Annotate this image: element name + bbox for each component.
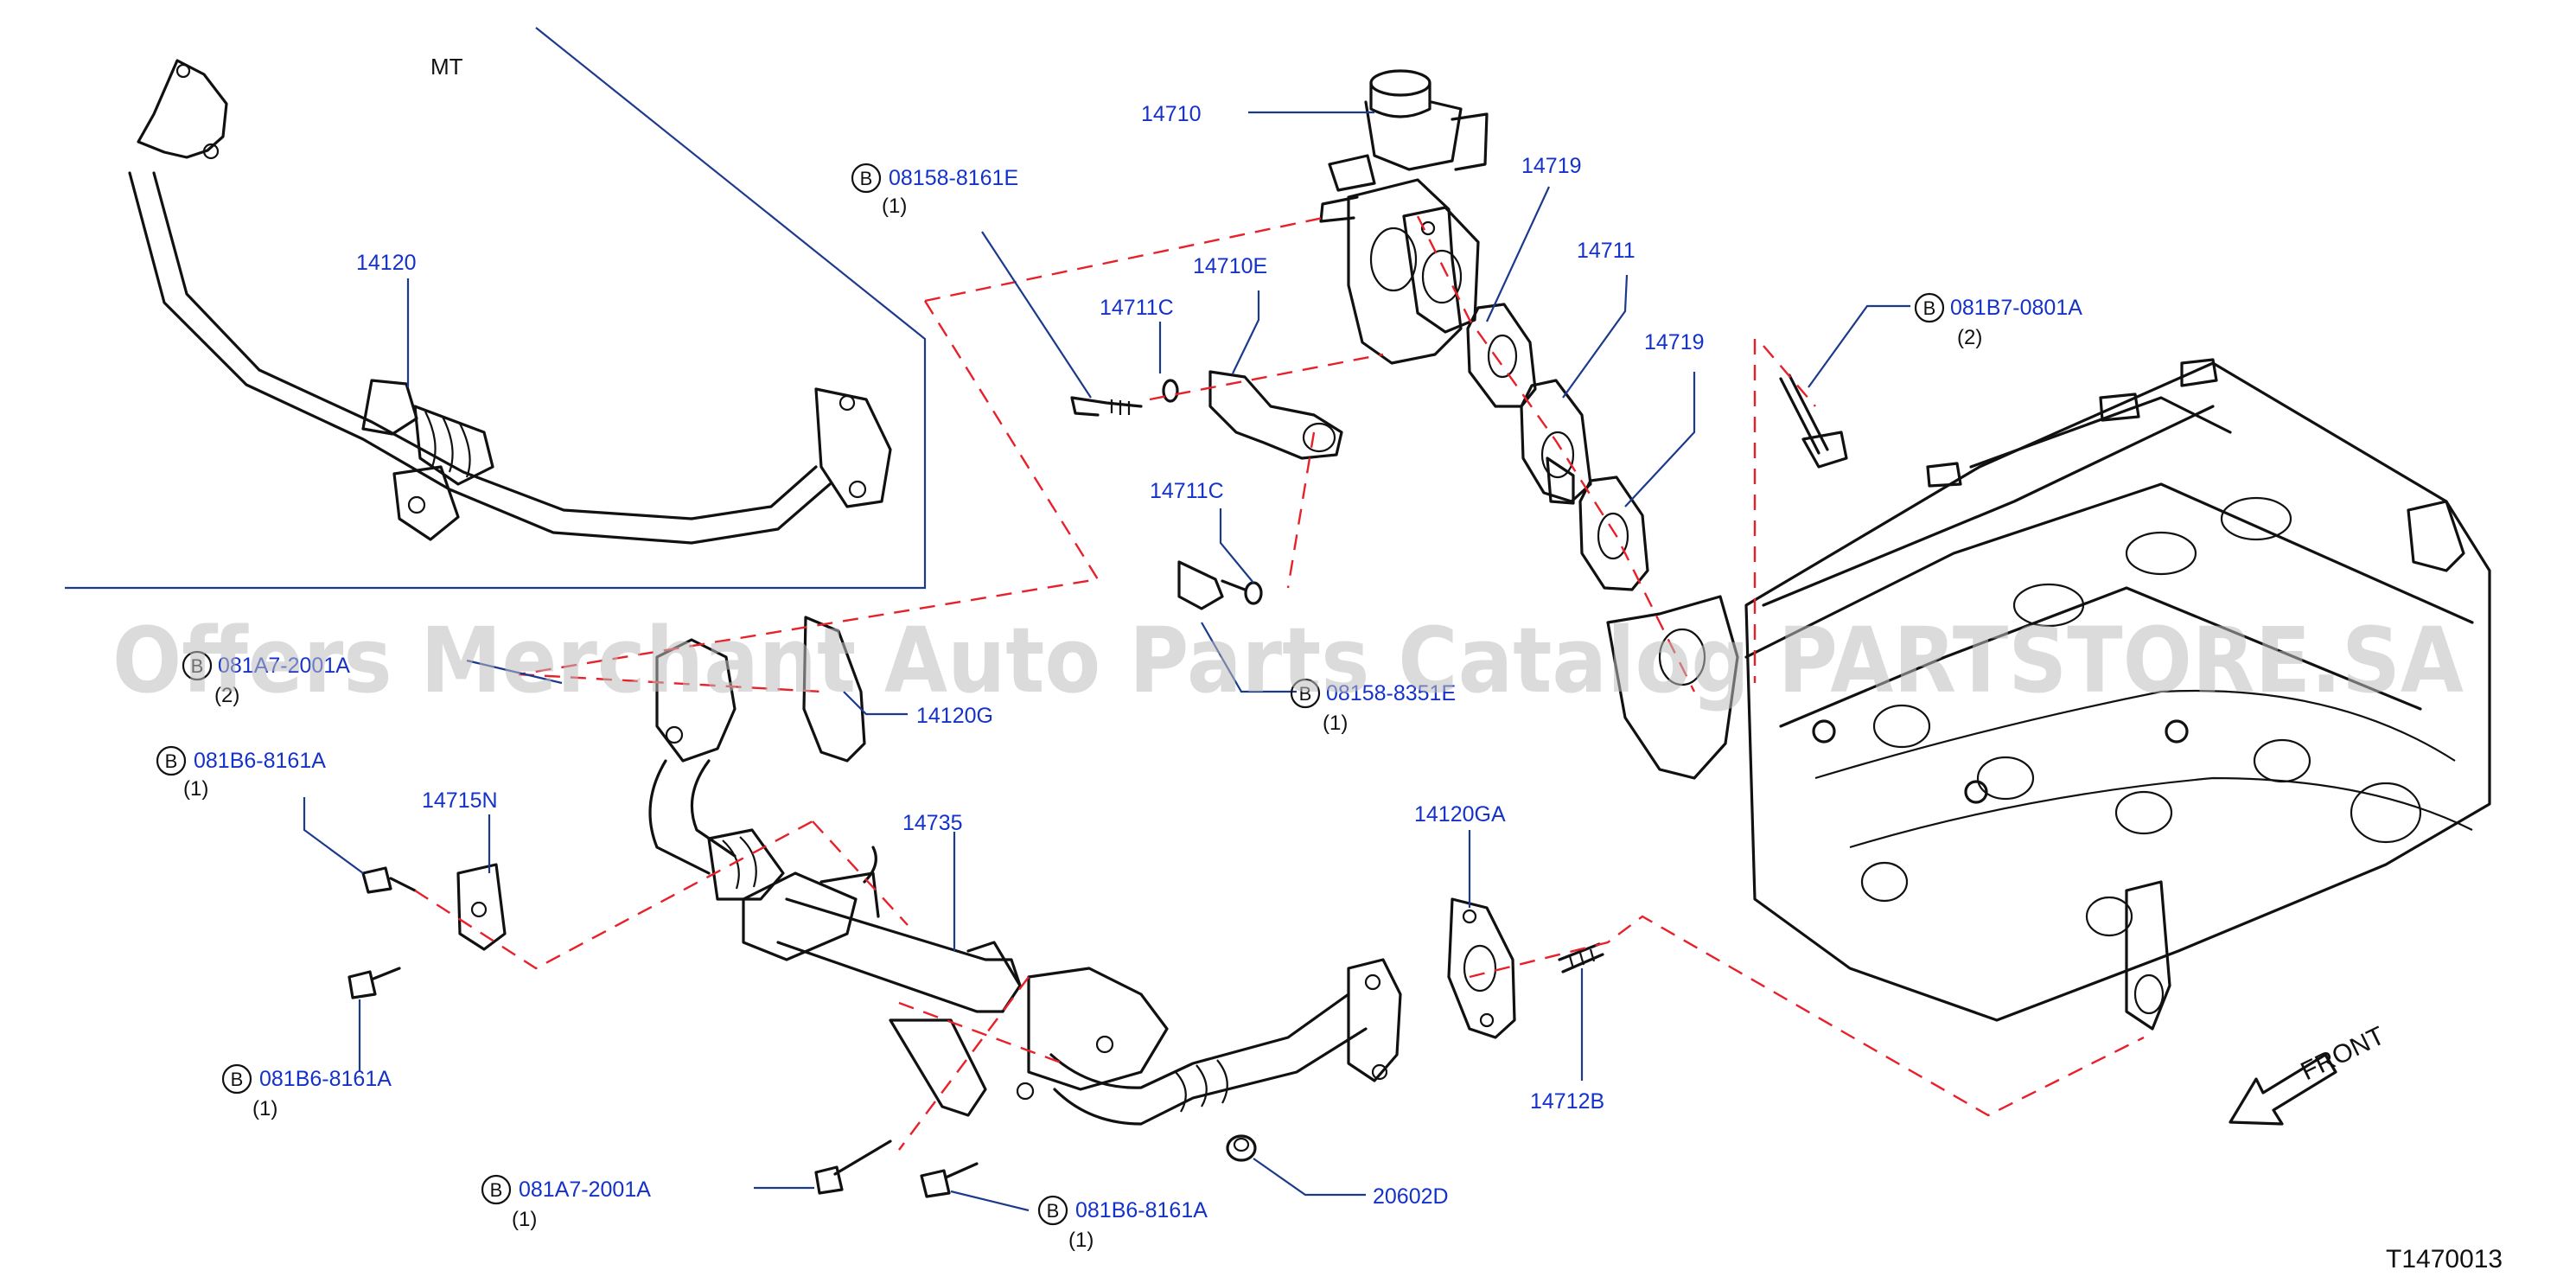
bolt-marker-b: B xyxy=(165,750,178,772)
callout-14735[interactable]: 14735 xyxy=(902,811,963,835)
callout-14711[interactable]: 14711 xyxy=(1577,239,1636,263)
qty-081b6-8161a-lower: (1) xyxy=(1068,1229,1094,1252)
callout-14719-upper[interactable]: 14719 xyxy=(1521,154,1582,178)
callout-081b6-8161a-lower[interactable]: 081B6-8161A xyxy=(1075,1198,1208,1222)
bolt-marker-b: B xyxy=(490,1179,503,1201)
callout-081a-2001[interactable]: 081A7-2001A xyxy=(218,654,350,678)
callout-14120g[interactable]: 14120G xyxy=(916,704,993,728)
front-arrow-icon xyxy=(2228,1053,2337,1126)
callout-14710[interactable]: 14710 xyxy=(1141,102,1202,126)
callout-14710e[interactable]: 14710E xyxy=(1193,254,1267,278)
figure-code: T1470013 xyxy=(2386,1245,2503,1273)
qty-08158-8351e: (1) xyxy=(1323,712,1348,735)
bolt-marker-b: B xyxy=(860,168,873,189)
qty-081a7-2001a: (1) xyxy=(512,1208,537,1231)
callout-14711c-upper[interactable]: 14711C xyxy=(1100,296,1174,320)
bolt-marker-b: B xyxy=(191,655,204,677)
callout-14719-lower[interactable]: 14719 xyxy=(1644,330,1705,354)
egr-tube-mt-illustration xyxy=(128,59,892,545)
callout-081b7-0801a[interactable]: 081B7-0801A xyxy=(1950,296,2082,320)
egr-valve-illustration xyxy=(1319,69,1489,365)
lower-fasteners-illustration xyxy=(348,616,1604,1198)
bolt-marker-b: B xyxy=(1047,1200,1060,1222)
bolt-marker-b: B xyxy=(1299,683,1312,705)
callout-14120ga[interactable]: 14120GA xyxy=(1414,802,1506,827)
mt-inset-frame xyxy=(65,27,927,590)
callout-20602d[interactable]: 20602D xyxy=(1373,1184,1449,1209)
cylinder-head-illustration xyxy=(1606,358,2491,1031)
qty-081a-2001: (2) xyxy=(214,684,239,707)
leader-lines xyxy=(303,111,1910,1212)
alignment-dashed-lines xyxy=(414,214,2145,1151)
qty-081b7-0801a: (2) xyxy=(1957,326,1982,349)
egr-cooler-illustration xyxy=(648,638,1402,1126)
part-callouts: 14710 08158-8161E (1) 14719 14711 14710E… xyxy=(183,102,2082,1252)
callout-08158-8161e[interactable]: 08158-8161E xyxy=(889,166,1018,190)
callout-081a7-2001a[interactable]: 081A7-2001A xyxy=(519,1178,651,1202)
qty-081b6-8161a-upper: (1) xyxy=(183,777,208,801)
watermark-text: Offers Merchant Auto Parts Catalog PARTS… xyxy=(112,608,2464,713)
bolt-markers: B B B B B B B B xyxy=(156,163,1945,1226)
callout-14715n[interactable]: 14715N xyxy=(422,788,498,813)
callout-081b6-8161a-middle[interactable]: 081B6-8161A xyxy=(259,1067,392,1091)
callout-14712b[interactable]: 14712B xyxy=(1530,1089,1604,1114)
front-label: FRONT xyxy=(2297,1021,2389,1086)
callout-08158-8351e[interactable]: 08158-8351E xyxy=(1326,681,1456,705)
bolt-marker-b: B xyxy=(1923,297,1936,319)
qty-08158-8161e: (1) xyxy=(882,195,907,218)
callout-081b6-8161a-upper[interactable]: 081B6-8161A xyxy=(194,749,326,773)
callout-14711c-lower[interactable]: 14711C xyxy=(1150,479,1224,503)
qty-081b6-8161a-middle: (1) xyxy=(252,1097,277,1120)
inset-label: MT xyxy=(430,54,463,80)
callout-14120[interactable]: 14120 xyxy=(356,251,417,275)
egr-gaskets-illustration xyxy=(1466,303,1649,591)
bolt-marker-b: B xyxy=(231,1069,244,1090)
